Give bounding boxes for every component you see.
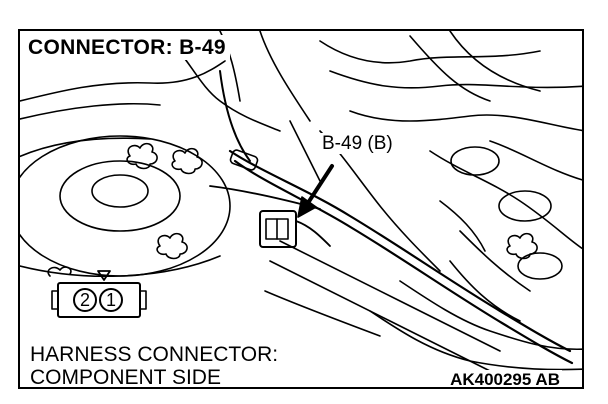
diagram-frame: CONNECTOR: B-49 B-49 (B) 2 1 HARNESS CON… [18, 29, 584, 389]
connector-pin-1: 1 [99, 288, 123, 312]
caption-line-1: HARNESS CONNECTOR: [28, 343, 281, 366]
connector-callout-label: B-49 (B) [320, 133, 395, 154]
engine-bay-illustration [20, 31, 582, 372]
figure-code: AK400295 AB [448, 370, 562, 389]
connector-pin-2: 2 [73, 288, 97, 312]
connector-title: CONNECTOR: B-49 [26, 35, 230, 60]
caption-line-2: COMPONENT SIDE [28, 366, 223, 389]
